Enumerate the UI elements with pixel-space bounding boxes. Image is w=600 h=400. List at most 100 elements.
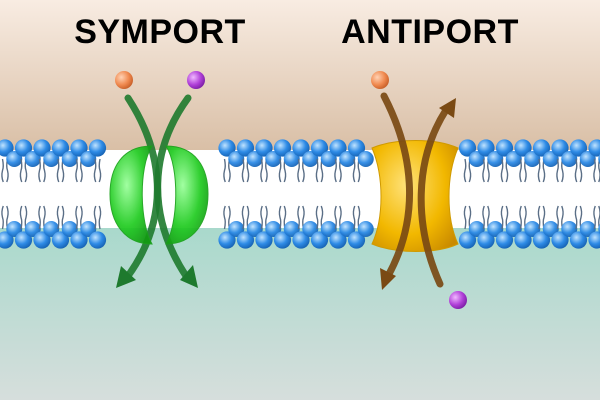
lipid-head [228, 221, 245, 237]
lipid-tail [75, 205, 78, 230]
lipid-head [302, 221, 319, 237]
lipid-head [458, 139, 477, 157]
lipid-tail [75, 158, 78, 183]
lipid-head [302, 151, 319, 167]
lipid-tail [6, 158, 9, 183]
lipid-tail [1, 158, 4, 183]
lipid-head [218, 139, 236, 157]
lipid-head [487, 221, 504, 237]
lipid-tail [241, 205, 245, 230]
lipid-tail [228, 158, 231, 183]
lipid-head [51, 139, 70, 157]
lipid-tail [302, 158, 305, 183]
lipid-tail [352, 205, 356, 230]
symport-arrowhead-left [116, 266, 136, 288]
lipid-tail [56, 205, 60, 230]
lipid-head [218, 231, 236, 249]
antiporter [371, 71, 467, 309]
lipid-tail [246, 158, 250, 183]
lipid-tail [265, 158, 268, 183]
lipid-head [14, 139, 33, 157]
antiport-purple-solute [449, 291, 467, 309]
lipid-tail [223, 158, 226, 183]
lipid-head [283, 151, 300, 167]
lipid-head [329, 139, 347, 157]
lipid-head [329, 231, 347, 249]
lipid-bilayer [0, 139, 600, 249]
lipid-head [265, 221, 282, 237]
lipid-tail [80, 205, 83, 230]
lipid-head [320, 151, 337, 167]
lipid-tail [24, 158, 28, 183]
lipid-head [339, 221, 356, 237]
lipid-head [569, 139, 588, 157]
lipid-tail [500, 205, 504, 230]
lipid-tail [524, 205, 527, 230]
lipid-head [228, 151, 245, 167]
lipid-tail [320, 205, 324, 230]
lipid-head [505, 221, 522, 237]
lipid-head [579, 221, 596, 237]
lipid-head [283, 221, 300, 237]
lipid-tail [574, 205, 578, 230]
lipid-head [524, 221, 541, 237]
lipid-head [561, 151, 578, 167]
antiporter-protein [371, 140, 459, 252]
lipid-tail [80, 158, 83, 183]
lipid-tail [260, 205, 263, 230]
lipid-tail [357, 205, 361, 230]
symporter-subunit-right [165, 145, 209, 245]
lipid-tail [24, 205, 28, 230]
lipid-head [495, 139, 514, 157]
lipid-tail [43, 205, 46, 230]
lipid-tail [579, 158, 583, 183]
antiport-orange-solute [371, 71, 389, 89]
lipid-head [88, 139, 107, 157]
lipid-head [468, 151, 485, 167]
lipid-tail [98, 205, 102, 230]
lipid-tail [556, 158, 559, 183]
lipid-tail [278, 205, 282, 230]
lipid-tail [315, 158, 319, 183]
lipid-head [588, 139, 600, 157]
lipid-head [468, 221, 485, 237]
lipid-tail [524, 158, 527, 183]
lipid-tail [98, 158, 102, 183]
lipid-head [487, 151, 504, 167]
lipid-head [80, 151, 97, 167]
lipid-head [579, 151, 596, 167]
lipid-head [561, 221, 578, 237]
lipid-tail [561, 158, 564, 183]
lipid-tail [593, 205, 596, 230]
lipid-head [33, 231, 51, 249]
lipid-head [70, 139, 88, 157]
lipid-head [347, 231, 366, 249]
lipid-head [236, 231, 255, 249]
lipid-tail [339, 205, 342, 230]
lipid-head [24, 221, 41, 237]
lipid-head [273, 139, 292, 157]
symport-arrowhead-right [180, 265, 198, 288]
intracellular-space [0, 228, 600, 400]
lipid-head [310, 139, 329, 157]
lipid-head [339, 151, 356, 167]
antiport-arrow-inward [380, 92, 413, 280]
lipid-head [255, 139, 273, 157]
lipid-tail [43, 158, 46, 183]
lipid-tail [297, 205, 300, 230]
lipid-head [357, 221, 374, 237]
lipid-head [70, 231, 88, 249]
lipid-head [551, 231, 569, 249]
antiport-arrowhead-up [439, 98, 456, 118]
lipid-tail [482, 158, 485, 183]
lipid-tail [542, 158, 546, 183]
lipid-head [236, 139, 255, 157]
lipid-tail [352, 158, 356, 183]
lipid-tail [228, 205, 231, 230]
lipid-tail [519, 205, 522, 230]
lipid-head [61, 151, 78, 167]
lipid-tail [574, 158, 578, 183]
extracellular-space [0, 0, 600, 150]
